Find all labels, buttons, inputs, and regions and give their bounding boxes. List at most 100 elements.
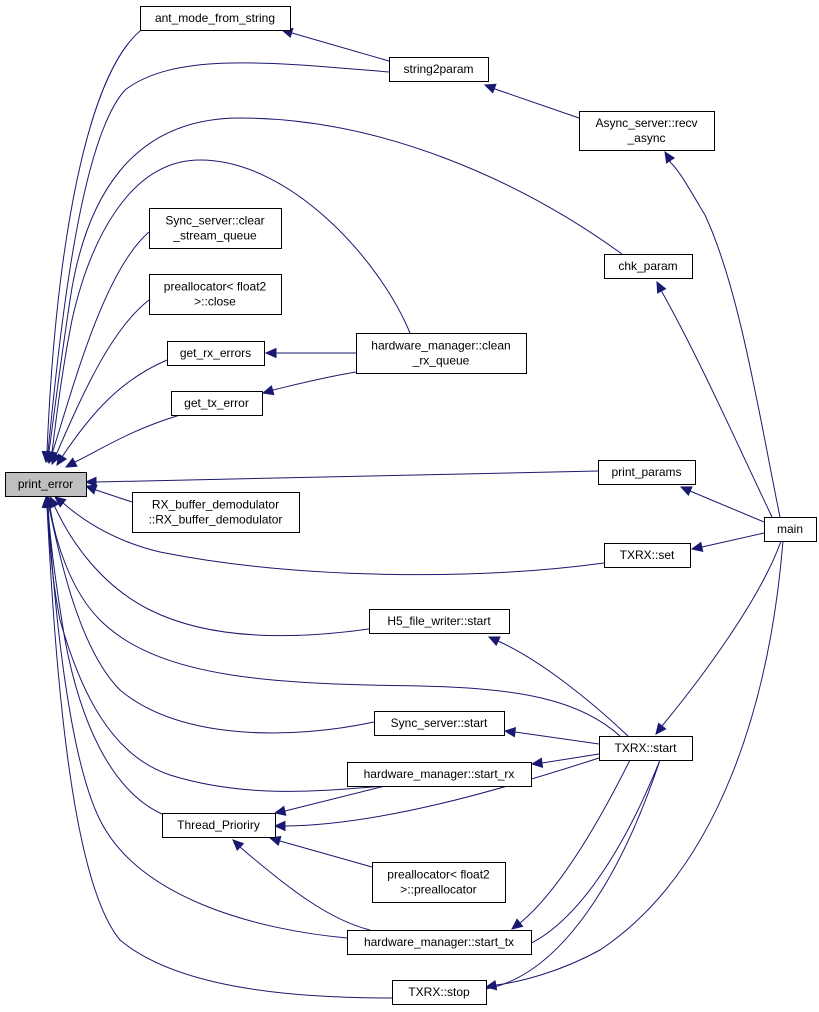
node-box	[604, 254, 693, 279]
arrowhead	[84, 484, 98, 495]
edge-txrx_stop-to-print_error	[41, 495, 393, 999]
arrowhead	[487, 636, 501, 647]
edge-get_tx_error-to-print_error	[64, 414, 181, 468]
node-hm-start-tx[interactable]: hardware_manager::start_tx	[347, 930, 532, 955]
node-box	[149, 208, 282, 249]
node-chk-param[interactable]: chk_param	[604, 254, 693, 279]
node-label: _async	[626, 131, 665, 145]
edge-line	[74, 414, 181, 463]
node-label: preallocator< float2	[164, 280, 267, 294]
node-get-rx-errors[interactable]: get_rx_errors	[167, 341, 265, 366]
arrowhead	[664, 150, 676, 164]
edge-line	[47, 506, 386, 792]
node-box	[599, 736, 693, 761]
node-box	[5, 472, 87, 497]
edge-line	[61, 359, 168, 458]
edge-layer	[41, 23, 784, 999]
node-box	[604, 543, 691, 568]
edge-txrx_start-to-print_error	[44, 495, 621, 737]
edge-line	[495, 540, 784, 986]
node-box	[764, 517, 817, 542]
edge-get_rx_errors-to-print_error	[56, 359, 168, 467]
arrowhead	[261, 385, 275, 396]
edge-line	[48, 117, 623, 453]
node-main[interactable]: main	[764, 517, 817, 542]
edge-line	[47, 506, 348, 939]
node-hm-start-rx[interactable]: hardware_manager::start_rx	[347, 762, 532, 787]
node-label: Thread_Prioriry	[177, 818, 260, 832]
edge-txrx_set-to-print_error	[54, 496, 605, 576]
node-txrx-set[interactable]: TXRX::set	[604, 543, 691, 568]
node-box	[372, 862, 506, 903]
node-rx-demod[interactable]: RX_buffer_demodulator::RX_buffer_demodul…	[132, 492, 300, 533]
node-label: get_rx_errors	[180, 346, 251, 360]
node-label: main	[777, 522, 803, 536]
node-label: print_params	[611, 465, 681, 479]
node-label: Async_server::recv	[595, 116, 697, 130]
edge-line	[284, 757, 600, 827]
edge-line	[497, 640, 629, 737]
node-sync-start[interactable]: Sync_server::start	[374, 711, 505, 736]
edge-main-to-print_params	[679, 486, 765, 523]
edge-line	[272, 371, 357, 391]
arrowhead	[41, 495, 53, 508]
node-label: get_tx_error	[184, 396, 249, 410]
node-box	[347, 762, 532, 787]
arrowhead	[54, 496, 67, 508]
node-label: >::preallocator	[400, 883, 476, 897]
node-async-recv[interactable]: Async_server::recv_async	[579, 111, 715, 151]
edge-line	[46, 506, 393, 999]
edge-line	[279, 840, 373, 868]
edge-line	[51, 231, 150, 455]
node-thread-prio[interactable]: Thread_Prioriry	[162, 813, 276, 838]
arrowhead	[530, 757, 544, 768]
edge-main-to-chk_param	[656, 280, 773, 518]
edge-hm_start_rx-to-print_error	[42, 495, 386, 792]
node-print-error[interactable]: print_error	[5, 472, 87, 497]
node-txrx-start[interactable]: TXRX::start	[599, 736, 693, 761]
edge-hm_clean-to-get_tx_error	[261, 371, 357, 396]
edge-line	[669, 161, 781, 518]
arrowhead	[46, 450, 57, 464]
edge-line	[689, 490, 765, 523]
edge-main-to-txrx_start	[655, 540, 782, 735]
arrowhead	[484, 979, 498, 991]
node-get-tx-error[interactable]: get_tx_error	[171, 391, 263, 416]
node-txrx-stop[interactable]: TXRX::stop	[392, 980, 487, 1005]
edge-line	[291, 32, 390, 62]
node-label: H5_file_writer::start	[387, 614, 491, 628]
edge-hm_clean-to-get_rx_errors	[264, 347, 356, 359]
node-layer: print_error ant_mode_from_string string2pa…	[5, 6, 817, 1005]
edge-line	[284, 785, 386, 812]
node-ant-mode-from-string[interactable]: ant_mode_from_string	[140, 6, 291, 31]
node-print-params[interactable]: print_params	[598, 460, 696, 485]
edge-txrx_start-to-hm_start_tx	[511, 759, 631, 930]
edge-main-to-txrx_stop	[484, 540, 784, 991]
node-box	[356, 333, 527, 374]
edge-line	[46, 23, 151, 453]
node-hm-clean[interactable]: hardware_manager::clean_rx_queue	[356, 333, 527, 374]
node-string2param[interactable]: string2param	[389, 57, 489, 82]
edge-line	[55, 299, 150, 456]
node-label: >::close	[194, 295, 236, 309]
edge-print_params-to-print_error	[84, 470, 599, 488]
node-label: _stream_queue	[172, 229, 257, 243]
node-label: string2param	[403, 62, 473, 76]
arrowhead	[655, 722, 667, 735]
edge-hm_start_tx-to-print_error	[42, 495, 348, 939]
edge-async_recv-to-string2param	[483, 83, 580, 119]
node-sync-clear[interactable]: Sync_server::clear_stream_queue	[149, 208, 282, 249]
edge-line	[47, 506, 163, 815]
node-box	[579, 111, 715, 151]
edge-line	[95, 489, 133, 503]
node-label: Sync_server::clear	[165, 214, 264, 228]
edge-line	[239, 846, 371, 931]
edge-line	[701, 532, 765, 548]
node-prealloc-ctor[interactable]: preallocator< float2>::preallocator	[372, 862, 506, 903]
node-label: print_error	[18, 477, 73, 491]
edge-line	[514, 731, 600, 745]
edge-chk_param-to-print_error	[43, 117, 623, 464]
arrowhead	[264, 347, 277, 359]
node-prealloc-close[interactable]: preallocator< float2>::close	[149, 274, 282, 315]
node-h5-start[interactable]: H5_file_writer::start	[369, 609, 510, 634]
